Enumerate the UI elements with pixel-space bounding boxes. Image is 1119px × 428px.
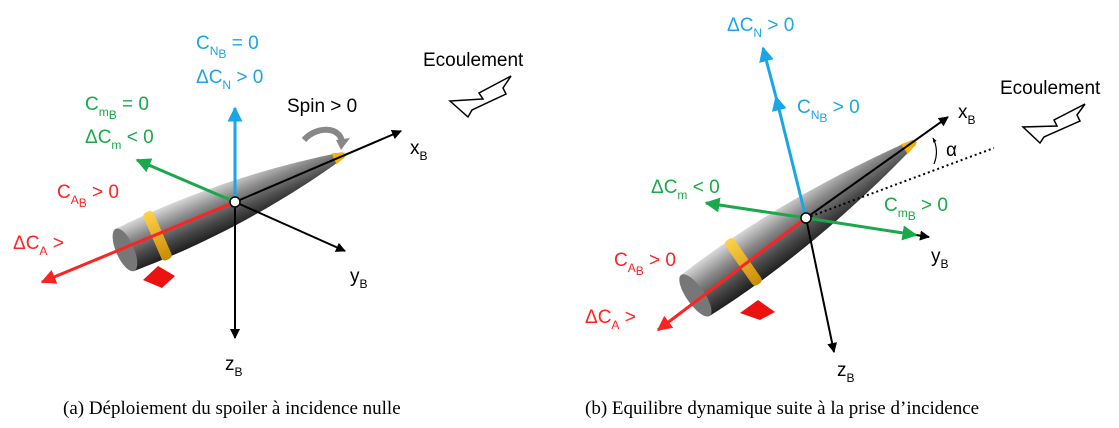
cmb-label: CmB > 0 <box>884 195 948 223</box>
dcm-label: ΔCm < 0 <box>85 127 154 152</box>
spin-arrowhead <box>336 138 350 150</box>
flow-arrow-icon <box>448 75 512 119</box>
spin-label: Spin > 0 <box>287 96 357 117</box>
xb-label: xB <box>410 138 428 163</box>
cnb-arrow <box>771 95 808 219</box>
cm-arrow <box>135 158 236 204</box>
cm-arrow-right <box>805 216 918 241</box>
caption-a: (a) Déploiement du spoiler à incidence n… <box>63 398 401 419</box>
alpha-arc <box>932 137 938 165</box>
xb-axis-arrow <box>234 129 402 203</box>
caption-b: (b) Equilibre dynamique suite à la prise… <box>585 398 979 419</box>
zb-label: zB <box>837 360 855 385</box>
dca-label: ΔCA > <box>13 233 64 258</box>
spoiler <box>143 266 175 288</box>
xb-axis-arrow <box>805 116 949 219</box>
panel-b: Ecoulement α ΔCN > 0 CNB > 0 ΔCm < 0 CmB… <box>585 15 1101 419</box>
yb-label: yB <box>350 266 368 291</box>
center-of-mass <box>800 212 812 224</box>
cab-label: CAB > 0 <box>614 250 676 278</box>
dca-label: ΔCA > <box>585 307 636 332</box>
dcn-label: ΔCN > 0 <box>727 15 794 40</box>
flow-direction-line <box>805 147 995 219</box>
alpha-label: α <box>946 140 957 161</box>
flow-label: Ecoulement <box>423 50 524 71</box>
spin-arrow <box>301 126 345 143</box>
zb-label: zB <box>225 354 243 379</box>
cnb-label: CNB = 0 <box>196 33 259 61</box>
yb-axis-arrow <box>234 201 346 252</box>
driving-band <box>724 238 762 286</box>
panel-a: Ecoulement Spin > 0 CNB = 0 ΔCN > 0 CmB … <box>13 33 524 419</box>
flow-label: Ecoulement <box>1000 78 1101 99</box>
cnb-label: CNB > 0 <box>797 97 860 125</box>
ca-arrow <box>656 216 807 332</box>
dcm-label: ΔCm < 0 <box>651 177 720 202</box>
ca-arrow <box>40 200 236 284</box>
yb-label: yB <box>931 246 949 271</box>
cab-label: CAB > 0 <box>57 182 119 210</box>
zb-axis-arrow <box>805 217 838 353</box>
cm-arrow-left <box>704 197 807 220</box>
flow-arrow-icon <box>1021 103 1086 145</box>
dcn-label: ΔCN > 0 <box>196 67 263 92</box>
xb-label: xB <box>958 102 976 127</box>
spoiler <box>740 300 775 320</box>
dcn-arrow <box>759 46 778 98</box>
cmb-label: CmB = 0 <box>85 94 149 122</box>
center-of-mass <box>229 196 241 208</box>
